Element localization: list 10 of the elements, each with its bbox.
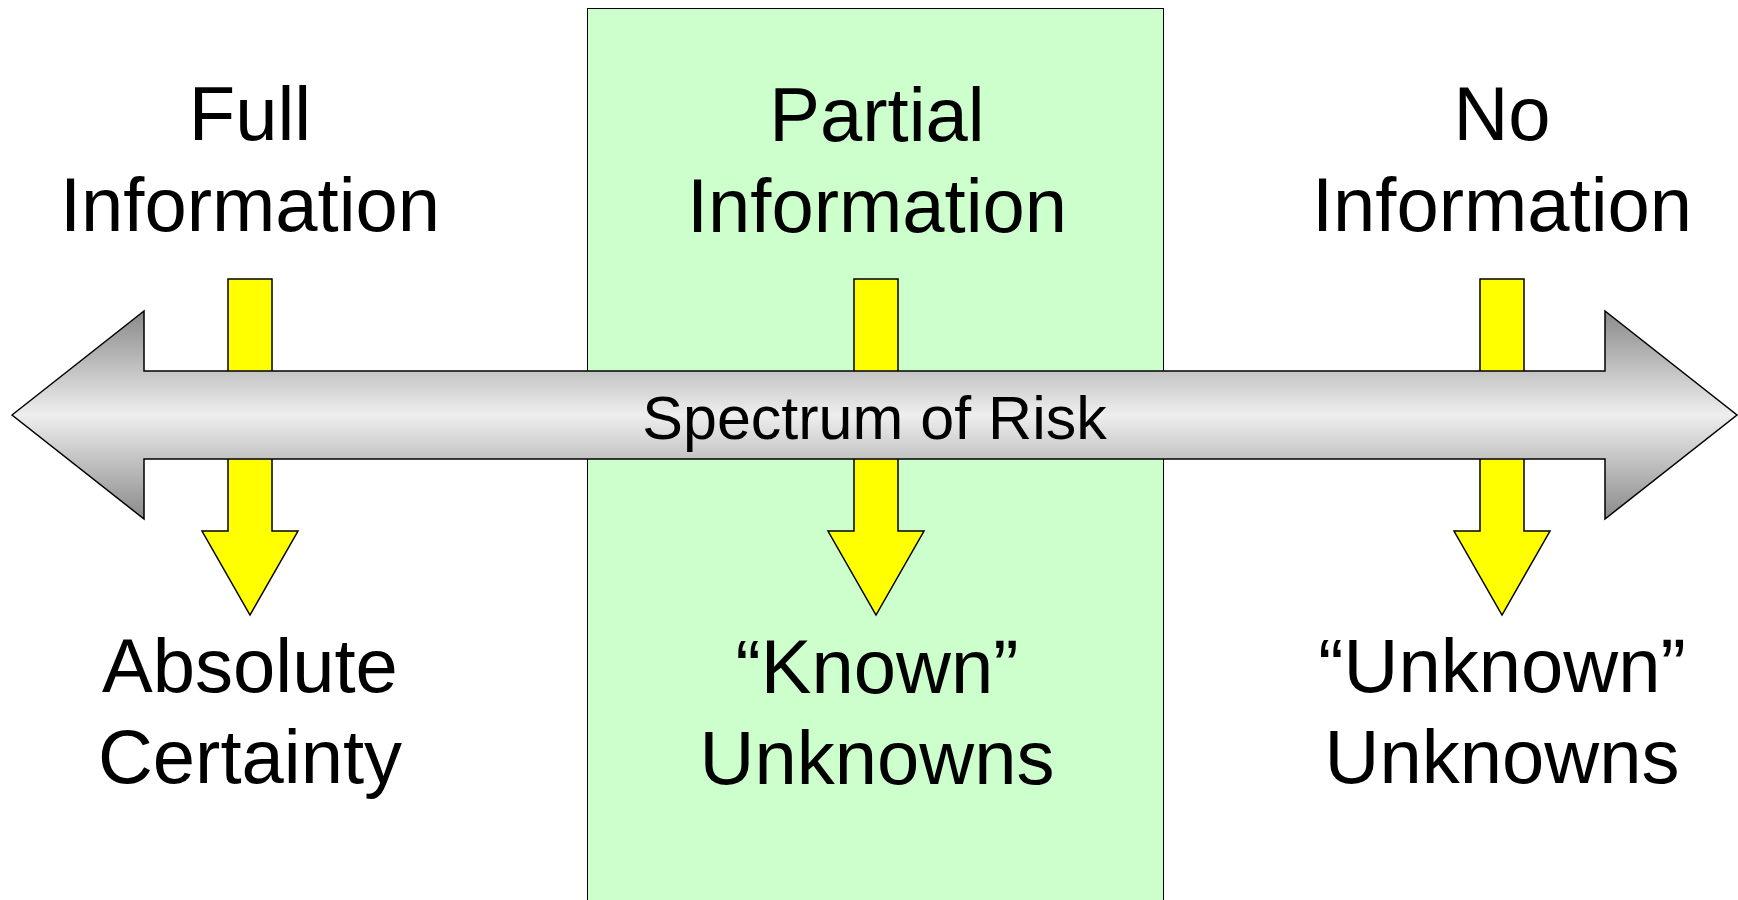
category-label: “Known” Unknowns bbox=[698, 623, 1056, 802]
spectrum-label: Spectrum of Risk bbox=[642, 385, 1107, 451]
category-label: Full Information bbox=[58, 70, 442, 249]
category-label: No Information bbox=[1310, 70, 1694, 249]
down-arrow bbox=[826, 278, 926, 617]
down-arrow bbox=[1452, 278, 1552, 617]
category-label: “Unknown” Unknowns bbox=[1317, 622, 1687, 801]
category-label: Partial Information bbox=[685, 71, 1069, 250]
category-label: Absolute Certainty bbox=[96, 622, 404, 801]
down-arrow bbox=[200, 278, 300, 617]
